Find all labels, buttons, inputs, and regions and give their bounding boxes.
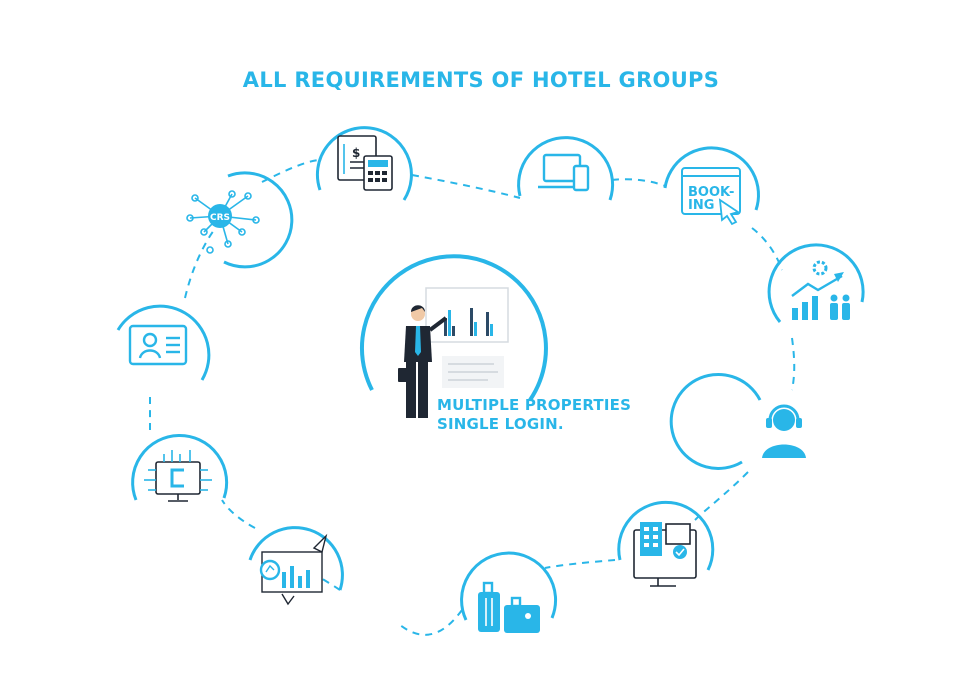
hotel-calendar-monitor-icon [633,522,697,587]
svg-text:BOOK-: BOOK- [688,185,734,200]
ring-idcard [116,304,211,381]
booking-window-icon: BOOK- ING [681,167,741,226]
businessman-presenting-chart-icon [398,287,509,418]
ring-analytics [248,526,344,591]
ring-growth [767,243,865,323]
dashed-connector [149,159,796,636]
support-headset-icon [762,404,806,458]
ring-luggage [460,551,558,621]
ring-booking [663,146,760,211]
center-caption-line2: SINGLE LOGIN. [437,415,564,433]
center-caption-line1: MULTIPLE PROPERTIES [437,396,632,414]
svg-text:$: $ [352,146,360,160]
crs-network-icon: CRS [186,190,260,254]
invoice-calculator-icon: $ [337,135,393,191]
ring-center [360,254,548,402]
laptop-mobile-icon [538,153,590,192]
ring-chip [131,434,229,501]
crs-label: CRS [210,213,230,223]
center-caption: MULTIPLE PROPERTIES SINGLE LOGIN. [437,396,631,434]
luggage-icon [478,581,540,633]
page-title: ALL REQUIREMENTS OF HOTEL GROUPS [242,68,720,92]
ring-hotel [617,500,715,571]
computer-chip-icon [144,450,212,502]
ring-support [669,372,762,470]
node-rings [116,126,865,621]
ring-devices [517,136,615,201]
svg-text:ING: ING [688,198,714,213]
ring-invoice [315,126,413,201]
id-card-icon [128,324,188,366]
growth-chart-people-icon [791,260,850,320]
analytics-rocket-icon [259,533,328,606]
ring-crs [223,171,294,269]
